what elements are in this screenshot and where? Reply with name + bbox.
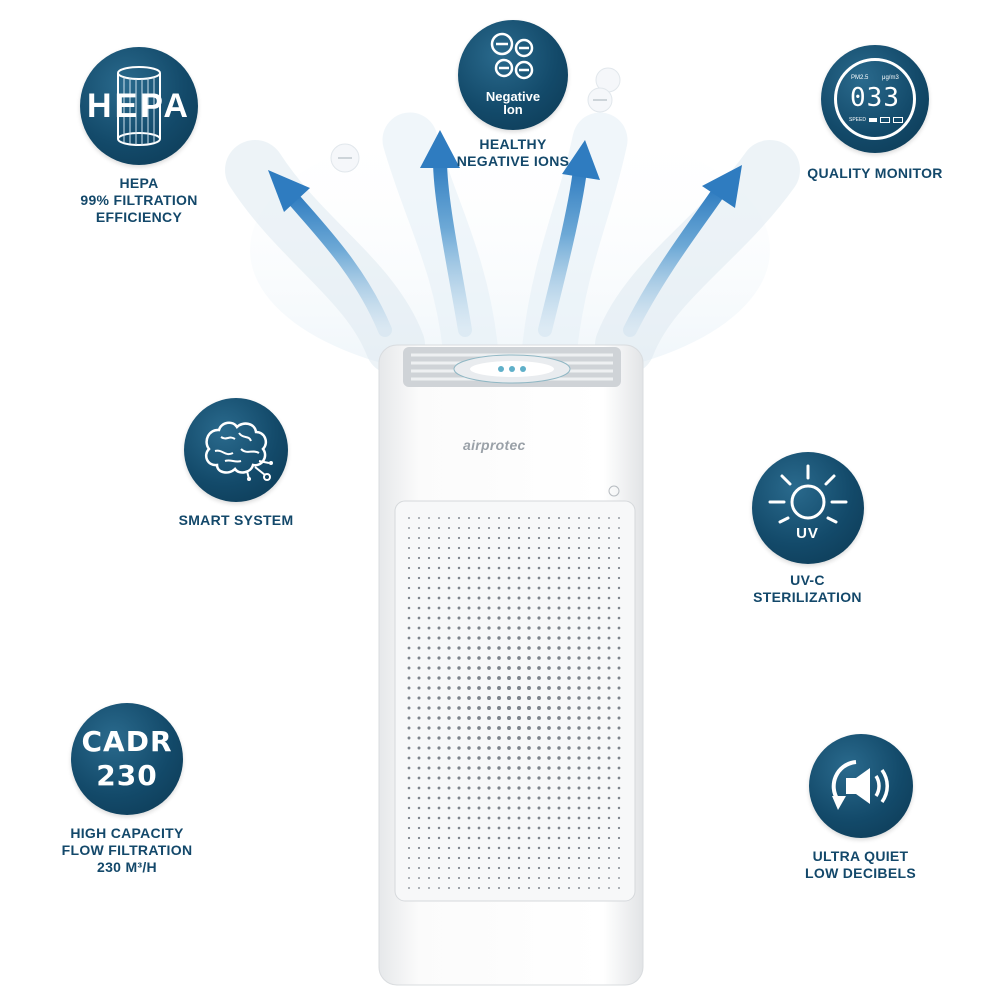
feature-uv-c: UV UV-C STERILIZATION — [740, 452, 875, 606]
cadr-badge: CADR 230 — [71, 703, 183, 815]
negative-ion-icon — [490, 32, 534, 80]
uv-sun-icon — [768, 464, 847, 524]
cadr-icon: CADR 230 — [81, 725, 173, 792]
hepa-label: HEPA 99% FILTRATION EFFICIENCY — [80, 175, 198, 225]
uv-c-label: UV-C STERILIZATION — [753, 572, 862, 605]
uv-c-badge: UV — [751, 452, 864, 564]
airflow-arrow-far-left — [283, 188, 392, 337]
ultra-quiet-badge — [808, 734, 913, 838]
air-bubbles — [330, 67, 621, 173]
feature-smart-system: SMART SYSTEM — [146, 398, 326, 529]
feature-ultra-quiet: ULTRA QUIET LOW DECIBELS — [793, 734, 928, 882]
air-quality-display-icon: PM2.5 μg/m3 033 SPEED — [834, 58, 916, 140]
quality-monitor-badge: PM2.5 μg/m3 033 SPEED — [821, 45, 929, 153]
feature-negative-ion: Negative Ion HEALTHY NEGATIVE IONS — [453, 20, 573, 170]
hepa-badge: HEPA — [80, 47, 198, 165]
brain-circuit-icon — [205, 421, 273, 481]
negative-ion-badge-text: Negative Ion — [485, 89, 541, 117]
smart-system-badge — [184, 398, 288, 502]
negative-ion-badge: Negative Ion — [458, 20, 568, 130]
air-purifier-device — [377, 343, 645, 988]
hepa-filter-icon — [117, 66, 161, 146]
negative-ion-label: HEALTHY NEGATIVE IONS — [456, 136, 570, 169]
smart-system-label: SMART SYSTEM — [178, 512, 294, 528]
low-volume-speaker-icon — [831, 760, 889, 810]
hepa-badge-text: HEPA — [87, 86, 191, 125]
uv-badge-text: UV — [796, 525, 819, 542]
pm-value-display: 033 — [850, 83, 900, 113]
feature-hepa: HEPA HEPA 99% FILTRATION EFFICIENCY — [69, 47, 209, 226]
feature-quality-monitor: PM2.5 μg/m3 033 SPEED QUALITY MONITOR — [795, 45, 955, 182]
quality-monitor-label: QUALITY MONITOR — [807, 165, 943, 181]
ultra-quiet-label: ULTRA QUIET LOW DECIBELS — [805, 848, 916, 881]
brand-logo: airprotec — [463, 437, 526, 453]
feature-cadr: CADR 230 HIGH CAPACITY FLOW FILTRATION 2… — [52, 703, 202, 876]
cadr-label: HIGH CAPACITY FLOW FILTRATION 230 m³/h — [61, 825, 193, 875]
